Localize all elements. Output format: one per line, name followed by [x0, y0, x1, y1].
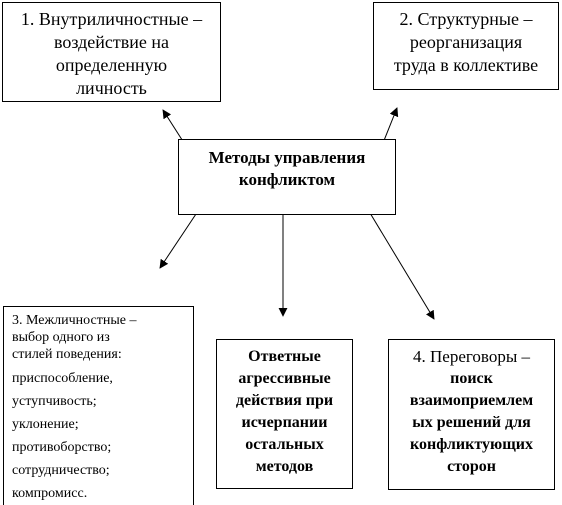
negotiations-line-1: 4. Переговоры –: [413, 347, 530, 366]
responsive-line-2: агрессивные: [238, 370, 331, 387]
responsive-line-5: остальных: [245, 436, 324, 453]
arrow-to-negotiations: [366, 207, 435, 320]
intrapersonal-line-2: воздействие на: [53, 32, 170, 52]
responsive-line-4: исчерпании: [241, 414, 328, 431]
interpersonal-style-6: компромисс.: [12, 486, 88, 501]
responsive-line-1: Ответные: [248, 348, 321, 365]
interpersonal-line-1: 3. Межличностные –: [12, 313, 137, 328]
negotiations-line-2: поиск: [450, 370, 493, 387]
structural-line-2: реорганизация: [409, 32, 523, 52]
negotiations-line-4: ых решений для: [412, 414, 531, 431]
negotiations-methods-box: 4. Переговоры – поиск взаимоприемлем ых …: [388, 339, 555, 490]
interpersonal-style-3: уклонение;: [12, 417, 79, 432]
structural-line-1: 2. Структурные –: [399, 9, 533, 29]
negotiations-line-5: конфликтующих: [410, 436, 533, 453]
responsive-line-6: методов: [255, 458, 314, 475]
conflict-management-methods-box: Методы управления конфликтом: [178, 139, 396, 215]
intrapersonal-methods-box: 1. Внутриличностные – воздействие на опр…: [2, 2, 221, 102]
arrow-to-interpersonal: [159, 207, 201, 269]
structural-line-3: труда в коллективе: [393, 55, 539, 75]
structural-methods-box: 2. Структурные – реорганизация труда в к…: [373, 2, 559, 90]
interpersonal-style-1: приспособление,: [12, 371, 113, 386]
center-line-1: Методы управления: [208, 148, 366, 167]
responsive-line-3: действия при: [235, 392, 334, 409]
center-line-2: конфликтом: [238, 170, 336, 189]
interpersonal-style-2: уступчивость;: [12, 394, 97, 409]
intrapersonal-line-4: личность: [76, 78, 147, 98]
interpersonal-line-3: стилей поведения:: [12, 347, 122, 362]
negotiations-line-3: взаимоприемлем: [409, 392, 534, 409]
responsive-aggressive-actions-box: Ответные агрессивные действия при исчерп…: [216, 339, 353, 489]
interpersonal-methods-box: 3. Межличностные – выбор одного из стиле…: [3, 306, 194, 505]
interpersonal-style-4: противоборство;: [12, 440, 112, 455]
interpersonal-line-2: выбор одного из: [12, 330, 110, 345]
interpersonal-style-5: сотрудничество;: [12, 463, 110, 478]
negotiations-line-6: сторон: [447, 458, 496, 475]
intrapersonal-line-3: определенную: [55, 55, 168, 75]
intrapersonal-line-1: 1. Внутриличностные –: [20, 9, 203, 29]
